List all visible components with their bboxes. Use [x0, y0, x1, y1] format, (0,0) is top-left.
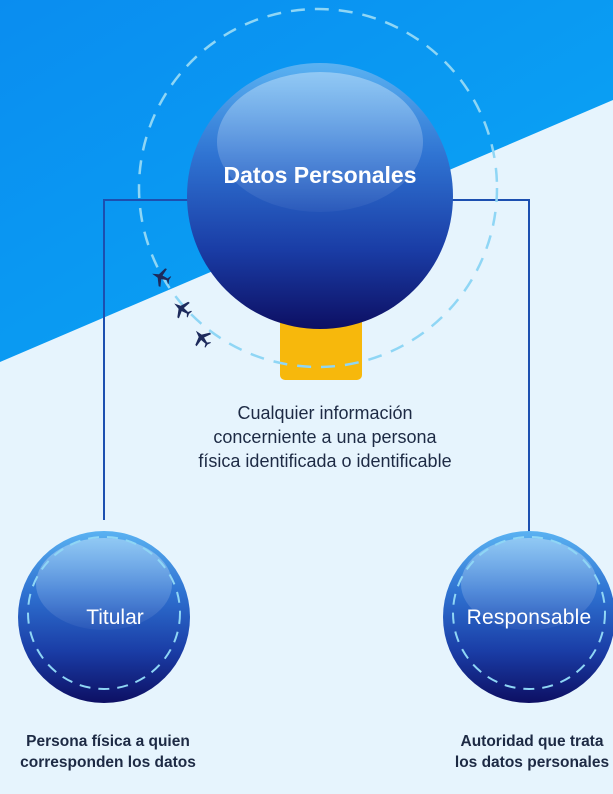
responsable-caption: Autoridad que trata los datos personales: [454, 733, 610, 771]
airplane-icon: [195, 330, 212, 348]
connector-line-left: [103, 199, 196, 520]
center-sphere-gloss: [217, 72, 423, 212]
responsable-sphere-gloss: [461, 538, 597, 630]
titular-dashed-ring: [27, 536, 181, 690]
titular-label: Titular: [86, 606, 144, 629]
airplane-icon: [152, 268, 172, 287]
responsable-label: Responsable: [466, 606, 592, 629]
airplane-icon: [174, 301, 192, 319]
orbit-ring: [137, 7, 499, 369]
center-description: Cualquier información concerniente a una…: [198, 403, 452, 471]
connector-line-right: [446, 199, 530, 558]
titular-sphere-gloss: [36, 538, 172, 630]
titular-caption: Persona física a quien corresponden los …: [20, 733, 196, 771]
responsable-dashed-ring: [452, 536, 606, 690]
center-title: Datos Personales: [223, 162, 417, 188]
